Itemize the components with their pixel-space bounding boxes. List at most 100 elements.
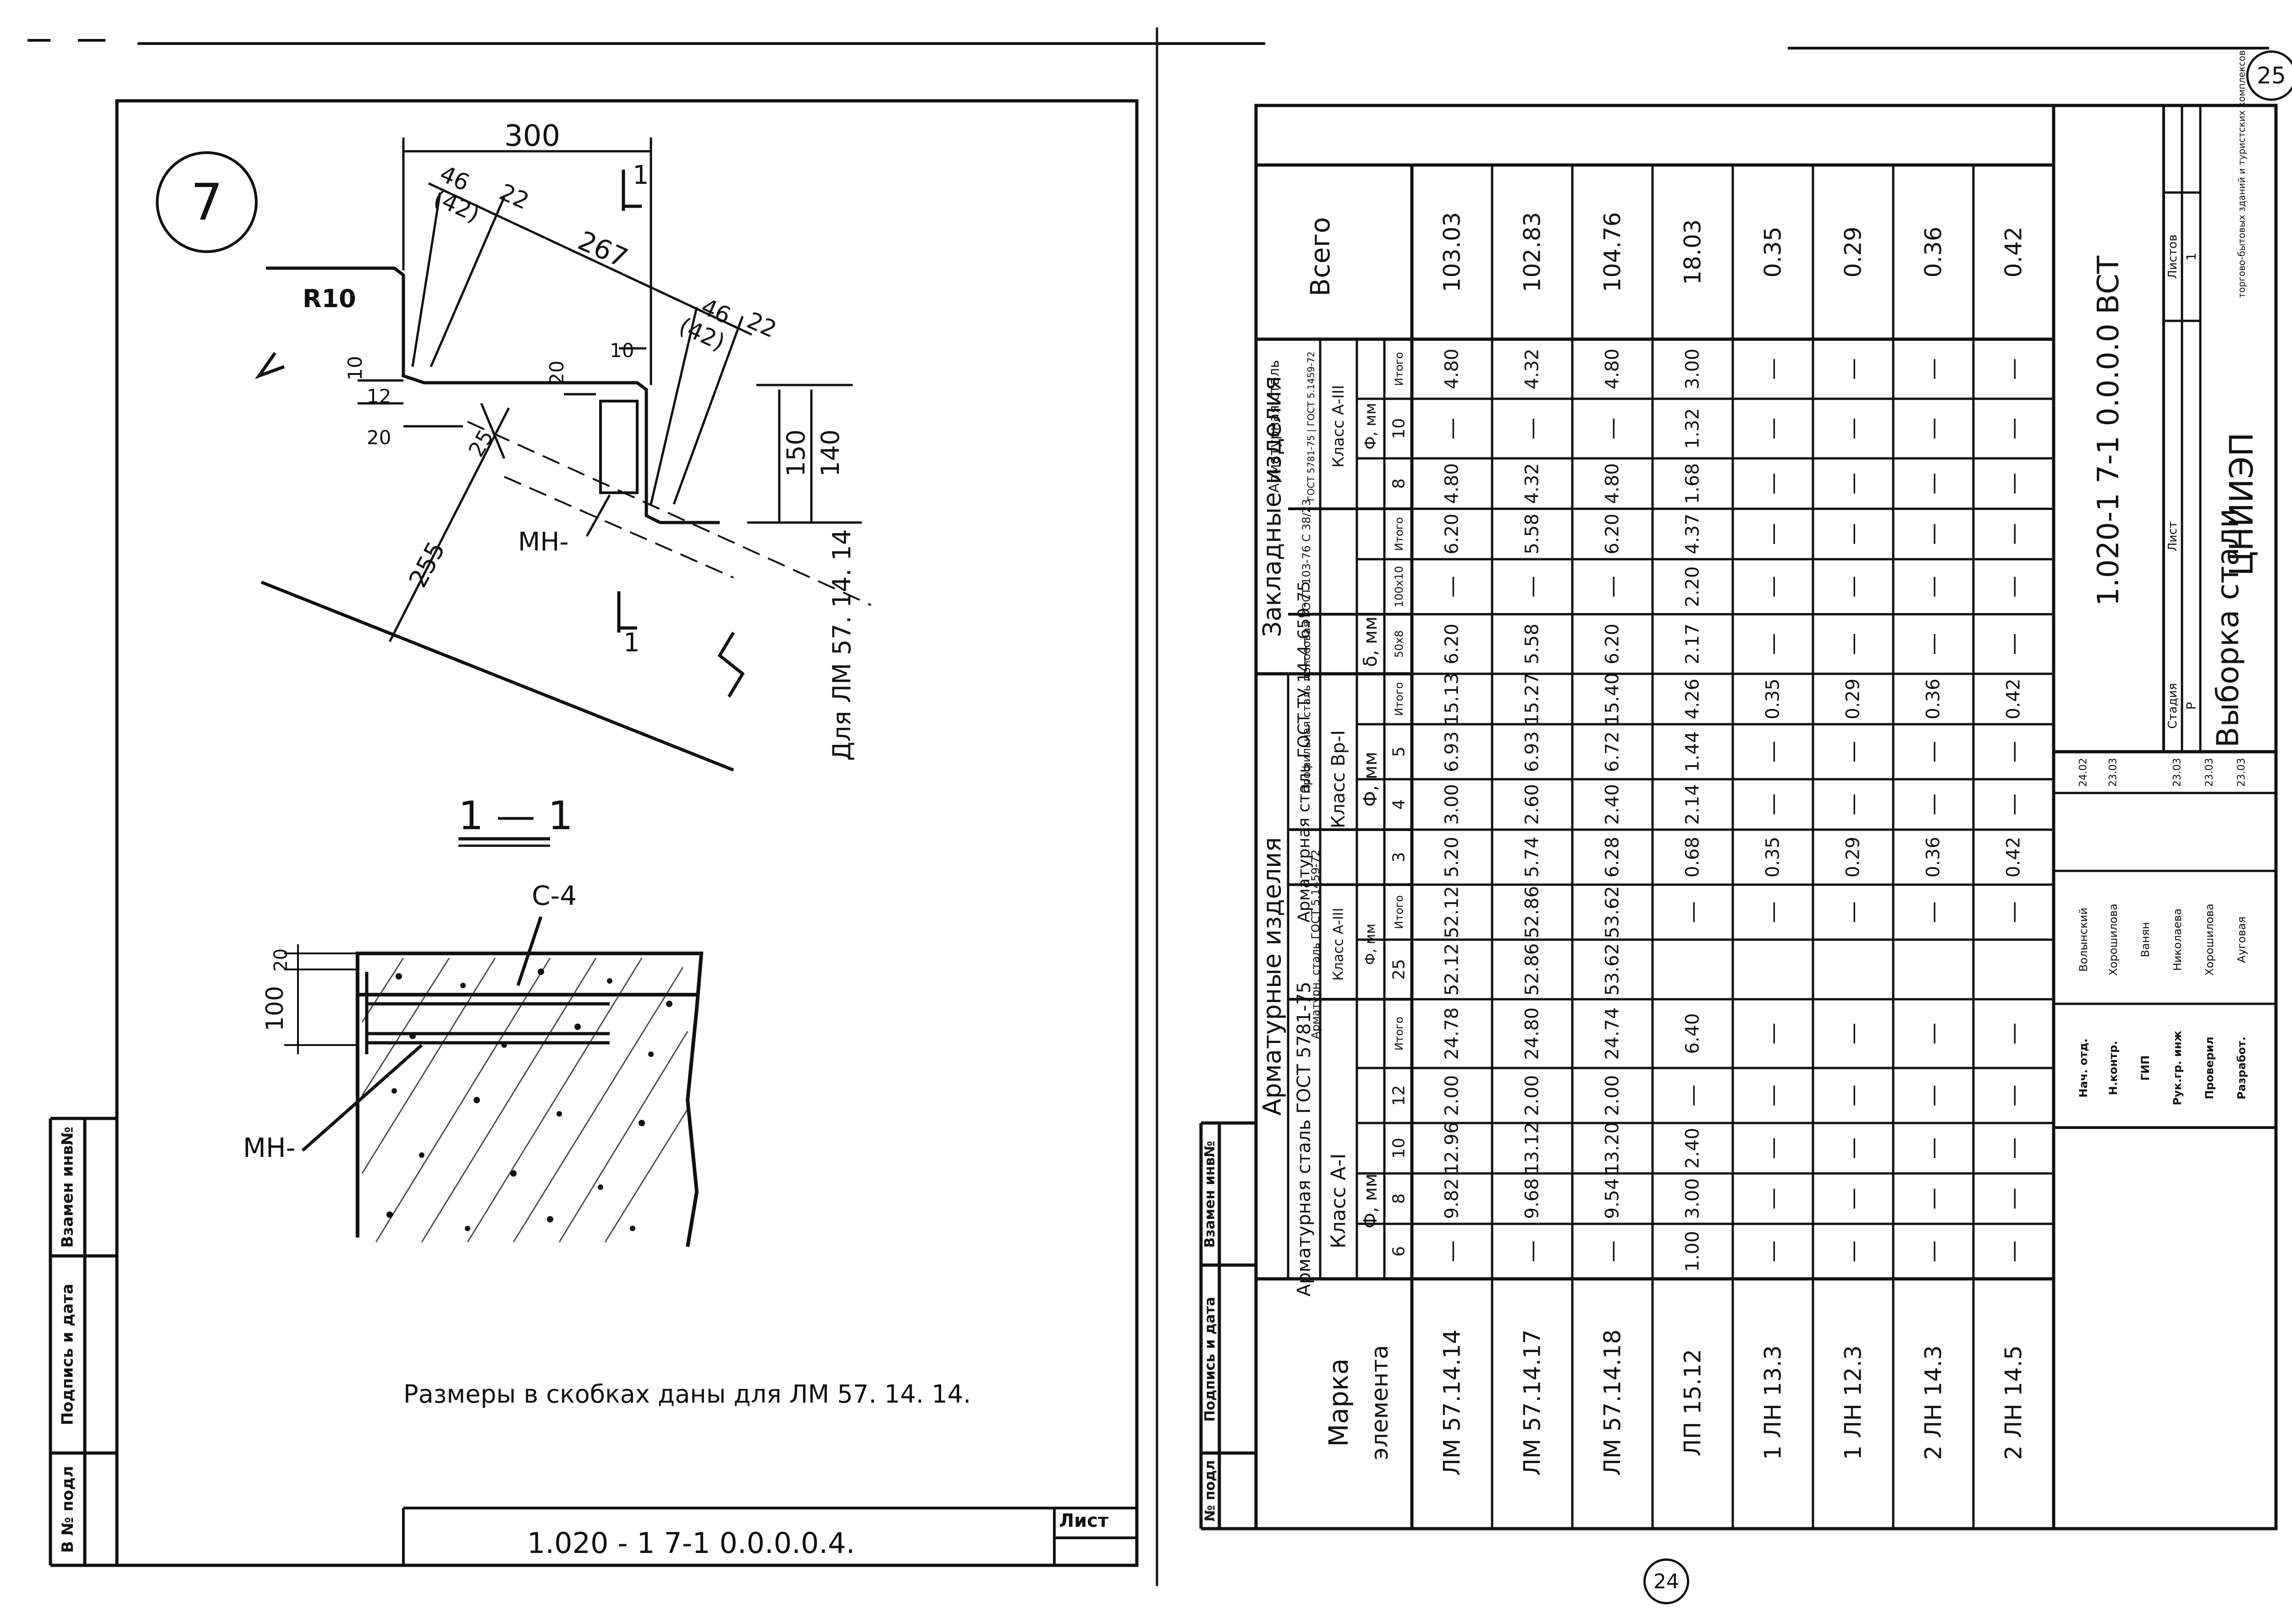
grp-z3-gost: ГОСТ 5781-75 | ГОСТ 5.1459-72 — [1306, 352, 1317, 501]
cell-5-10: 0.29 — [1843, 678, 1864, 719]
cell-1-2: 13.12 — [1522, 1122, 1543, 1175]
hdr-zaklad: Закладные изделия — [1258, 376, 1287, 637]
dim-r10: R10 — [303, 284, 356, 313]
row-total-4: 0.35 — [1760, 226, 1786, 277]
cell-7-2: — — [2001, 1137, 2027, 1159]
dimensions-note: Размеры в скобках даны для ЛМ 57. 14. 14… — [403, 1380, 971, 1409]
cell-0-14: 4.80 — [1442, 463, 1463, 504]
dim-20a: 20 — [367, 426, 391, 449]
cell-6-8: — — [1921, 793, 1946, 815]
cell-3-15: 1.32 — [1682, 408, 1703, 449]
embedded-part-label-section: МН- — [243, 1132, 296, 1163]
cell-7-7: 0.42 — [2003, 837, 2024, 877]
row-total-6: 0.36 — [1920, 226, 1947, 277]
cell-6-9: — — [1921, 741, 1946, 763]
cell-2-8: 2.40 — [1602, 784, 1623, 825]
cell-5-3: — — [1840, 1085, 1866, 1107]
cell-1-1: 9.68 — [1522, 1178, 1543, 1219]
cell-2-2: 13.20 — [1602, 1122, 1623, 1175]
row-total-2: 104.76 — [1599, 212, 1626, 292]
cell-4-14: — — [1760, 473, 1786, 495]
cell-0-8: 3.00 — [1442, 784, 1463, 825]
cell-3-6: — — [1680, 901, 1706, 923]
cell-6-13: — — [1921, 523, 1946, 545]
cell-3-16: 3.00 — [1682, 348, 1703, 389]
cell-2-1: 9.54 — [1602, 1178, 1623, 1219]
sheet-label: Лист — [1059, 1510, 1109, 1531]
row-mark-2: ЛМ 57.14.18 — [1599, 1329, 1626, 1475]
embedded-part-label: МН- — [518, 527, 569, 557]
section-label: 1 — 1 — [458, 793, 573, 839]
cell-7-10: 0.42 — [2003, 678, 2024, 719]
cell-1-7: 5.74 — [1522, 837, 1543, 877]
cell-0-16: 4.80 — [1442, 348, 1463, 389]
cell-0-4: 24.78 — [1442, 1007, 1463, 1060]
cell-4-1: — — [1760, 1188, 1786, 1210]
cell-0-9: 6.93 — [1442, 731, 1463, 772]
cell-4-16: — — [1760, 358, 1786, 380]
col-header-9: 5 — [1390, 747, 1409, 757]
row-mark-0: ЛМ 57.14.14 — [1439, 1329, 1466, 1475]
stamp-role-2: ГИП — [2139, 1055, 2152, 1080]
grp-a1-title: Арматурная сталь ГОСТ 5781-75 — [1294, 982, 1315, 1297]
cell-7-14: — — [2001, 473, 2027, 495]
cell-2-5: 53.62 — [1602, 943, 1623, 996]
cell-4-4: — — [1760, 1023, 1786, 1045]
col-header-6: Итого — [1393, 895, 1405, 929]
stamp-date-5: 23.03 — [2236, 758, 2248, 787]
cell-5-7: 0.29 — [1843, 837, 1864, 877]
cell-5-15: — — [1840, 418, 1866, 440]
cell-4-10: 0.35 — [1763, 678, 1784, 719]
cell-5-13: — — [1840, 523, 1866, 545]
stamp-stage-hdr: Стадия — [2166, 683, 2180, 729]
hdr-marka-2: элемента — [1366, 1345, 1393, 1460]
col-header-14: 8 — [1390, 479, 1409, 489]
stamp-date-3: 23.03 — [2172, 758, 2183, 787]
stamp-sheet-hdr: Лист — [2166, 521, 2180, 551]
cell-4-11: — — [1760, 633, 1786, 655]
cell-0-3: 2.00 — [1442, 1075, 1463, 1116]
col-header-3: 12 — [1390, 1085, 1409, 1106]
row-total-0: 103.03 — [1439, 212, 1466, 292]
stamp-role-1: Н.контр. — [2107, 1041, 2120, 1096]
col-header-11: 50х8 — [1393, 630, 1405, 658]
cell-6-12: — — [1921, 576, 1946, 598]
grp-z3-phi: Ф, мм — [1361, 403, 1380, 450]
cell-5-12: — — [1840, 576, 1866, 598]
cell-2-14: 4.80 — [1602, 463, 1623, 504]
cell-2-0: — — [1600, 1240, 1625, 1262]
cut-mark-bottom: 1 — [623, 628, 640, 658]
cell-1-16: 4.32 — [1522, 348, 1543, 389]
cell-1-8: 2.60 — [1522, 784, 1543, 825]
grp-bp-class: Класс Вр-I — [1328, 730, 1349, 828]
cell-2-9: 6.72 — [1602, 731, 1623, 772]
cell-1-0: — — [1520, 1240, 1545, 1262]
cell-2-10: 15.40 — [1602, 673, 1623, 726]
col-header-0: 6 — [1390, 1246, 1409, 1257]
cell-4-13: — — [1760, 523, 1786, 545]
col-header-1: 8 — [1390, 1194, 1409, 1204]
cell-0-6: 52.12 — [1442, 886, 1463, 939]
cell-4-2: — — [1760, 1137, 1786, 1159]
cell-0-5: 52.12 — [1442, 943, 1463, 996]
cell-0-0: — — [1439, 1240, 1465, 1262]
cell-7-13: — — [2001, 523, 2027, 545]
cell-0-7: 5.20 — [1442, 837, 1463, 877]
row-mark-4: 1 ЛН 13.3 — [1760, 1345, 1786, 1460]
cell-0-2: 12.96 — [1442, 1122, 1463, 1175]
cell-0-10: 15.13 — [1442, 673, 1463, 726]
cell-0-13: 6.20 — [1442, 513, 1463, 554]
cell-1-11: 5.58 — [1522, 623, 1543, 664]
cell-2-13: 6.20 — [1602, 513, 1623, 554]
grp-a3-title: Арматурн. сталь ГОСТ 5.1459-72 — [1309, 849, 1322, 1039]
cell-5-6: — — [1840, 901, 1866, 923]
cell-7-3: — — [2001, 1085, 2027, 1107]
cell-1-9: 6.93 — [1522, 731, 1543, 772]
cell-1-12: — — [1520, 576, 1545, 598]
stamp-role-3: Рук.гр. инж — [2171, 1030, 2184, 1105]
stamp-stage: Р — [2184, 702, 2199, 710]
cell-7-0: — — [2001, 1240, 2027, 1262]
cell-4-8: — — [1760, 793, 1786, 815]
row-mark-5: 1 ЛН 12.3 — [1840, 1345, 1867, 1460]
